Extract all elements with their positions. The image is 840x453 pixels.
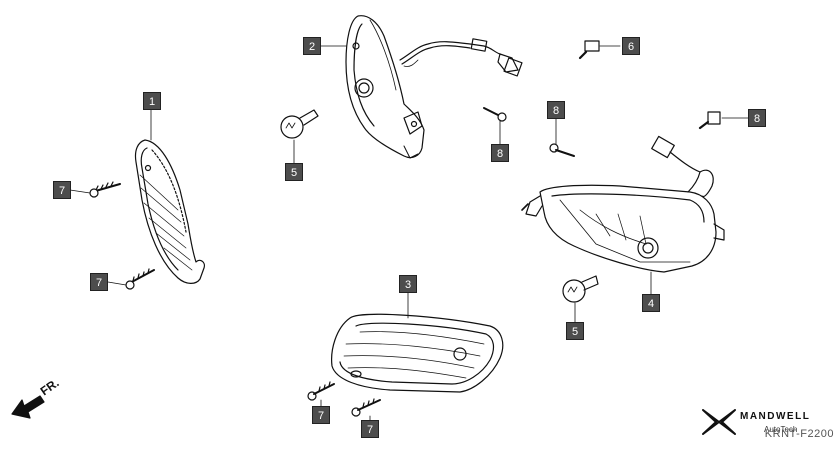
screw-8-far-right: [698, 111, 749, 130]
lens-part-3: [331, 291, 504, 393]
housing-part-4: [521, 135, 725, 295]
callout-3: 3: [399, 275, 417, 293]
brand-logo-icon: [702, 409, 736, 435]
front-direction-arrow: [11, 395, 45, 419]
callout-8-far-right: 8: [748, 109, 766, 127]
callout-6: 6: [622, 37, 640, 55]
screw-6: [578, 40, 621, 60]
screw-7-bottom-left: [307, 381, 335, 407]
side-lens-part-1: [134, 109, 205, 284]
callout-7-bottom-left: 7: [312, 406, 330, 424]
brand-name: MANDWELL: [740, 411, 811, 422]
housing-part-2: [319, 15, 523, 159]
bulb-5-upper: [280, 109, 319, 164]
screw-7-bottom-right: [351, 398, 381, 421]
screw-7-upper-left: [69, 181, 121, 198]
screw-7-lower-left: [107, 268, 155, 290]
callout-8-center: 8: [491, 144, 509, 162]
callout-5-upper: 5: [285, 163, 303, 181]
callout-1: 1: [143, 92, 161, 110]
diagram-code: KRNT-F2200: [764, 428, 834, 440]
callout-2: 2: [303, 37, 321, 55]
callout-7-lower-left: 7: [90, 273, 108, 291]
callout-4: 4: [642, 294, 660, 312]
callout-8-right: 8: [547, 101, 565, 119]
brand-watermark: MANDWELL AutoTech: [700, 408, 832, 438]
screw-8-right: [549, 117, 575, 157]
brand-subtitle: AutoTech: [764, 425, 798, 434]
callout-5-lower: 5: [566, 322, 584, 340]
callout-7-upper-left: 7: [53, 181, 71, 199]
screw-8-center: [483, 107, 507, 145]
callout-7-bottom-right: 7: [361, 420, 379, 438]
bulb-5-lower: [562, 275, 599, 323]
